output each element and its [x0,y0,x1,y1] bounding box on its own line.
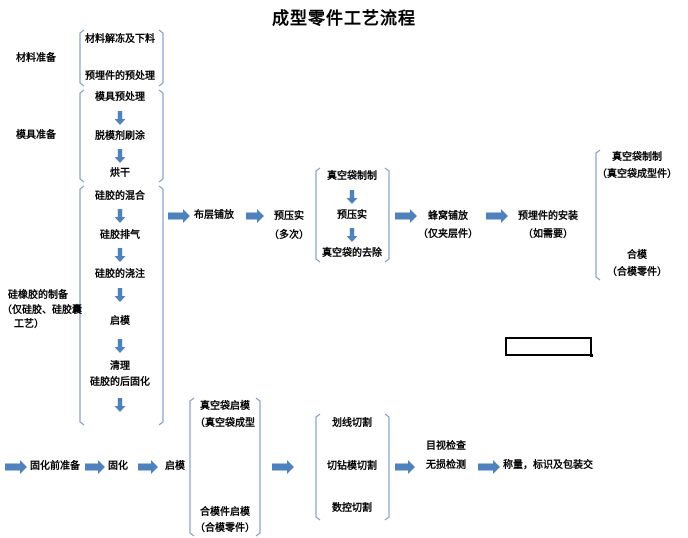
bracket-vacuum-left [315,167,321,263]
vacuum-step-2: 预压实 [337,210,367,221]
arrow-right-to-precompact [246,209,264,223]
layup-label: 布层铺放 [194,210,234,221]
cut-option-1: 划线切割 [332,418,372,429]
mold-step-2: 脱模剂刷涂 [95,131,145,142]
bracket-material-right [158,29,164,87]
bracket-mold-left [79,89,85,183]
arrow-down-vacuum-1 [346,190,358,204]
demold-option-2-label: 合模件启模 [200,507,250,518]
bracket-cutting-left [315,413,321,521]
demold-option-1-sub: （真空袋成型 [195,418,255,429]
honeycomb-label: 蜂窝铺放 [428,211,468,222]
cure-label: 固化 [108,461,128,472]
page-title: 成型零件工艺流程 [272,9,416,29]
arrow-down-rubber-1 [114,209,126,223]
arrow-right-to-honeycomb [395,209,417,223]
material-step-2: 预埋件的预处理 [85,71,155,82]
mold-step-3: 烘干 [110,168,130,179]
precompact-label: 预压实 [274,211,304,222]
rubber-step-3: 硅胶的浇注 [95,269,145,280]
bracket-demold-options-left [189,397,195,537]
arrow-right-to-demold [138,460,158,474]
final-label: 称量，标识及包装交 [503,460,593,471]
bracket-material-left [79,29,85,87]
arrow-down-mold-2 [114,149,126,163]
rubber-prep-note: （仅硅胶、硅胶囊 [2,305,82,316]
material-step-1: 材料解冻及下料 [85,34,155,45]
arrow-right-to-cure [85,460,105,474]
precompact-sub: （多次） [269,230,309,241]
rubber-step-1: 硅胶的混合 [95,191,145,202]
vacuum-step-1: 真空袋制制 [327,171,377,182]
rubber-prep-note-2: 工艺） [14,319,44,330]
rubber-step-6: 硅胶的后固化 [90,377,150,388]
arrow-down-mold-1 [114,111,126,125]
arrow-down-rubber-2 [114,248,126,262]
arrow-right-to-final [478,460,500,474]
empty-box [505,337,593,357]
pre-cure-label: 固化前准备 [30,461,80,472]
mold-step-1: 模具预处理 [95,92,145,103]
bracket-cutting-right [384,413,390,521]
demold-label: 启模 [165,461,185,472]
cut-option-2: 切钻模切割 [327,461,377,472]
arrow-right-to-cutting [272,460,294,474]
bag-option-1-sub: （真空袋成型件） [597,169,677,180]
bag-option-2-label: 合模 [627,250,647,261]
bracket-rubber-right [158,185,164,426]
material-prep-label: 材料准备 [16,53,56,64]
bracket-rubber-left [79,185,85,426]
vacuum-step-3: 真空袋的去除 [322,248,382,259]
insert-label: 预埋件的安装 [518,211,578,222]
rubber-step-2: 硅胶排气 [100,230,140,241]
arrow-right-to-inspection [395,460,415,474]
bracket-mold-right [158,89,164,183]
inspection-label: 目视检查 [426,441,466,452]
bag-option-1-label: 真空袋制制 [612,152,662,163]
arrow-down-vacuum-2 [346,228,358,242]
bag-option-2-sub: （合模零件） [607,267,667,278]
arrow-right-to-pre-cure [5,460,27,474]
arrow-down-rubber-4 [114,339,126,353]
honeycomb-sub: （仅夹层件） [418,229,478,240]
demold-option-2-sub: （合模零件） [195,523,255,534]
arrow-down-rubber-3 [114,288,126,302]
bracket-vacuum-right [384,167,390,263]
rubber-prep-label: 硅橡胶的制备 [8,290,68,301]
bracket-bag-options-left [595,149,601,281]
cut-option-3: 数控切割 [332,503,372,514]
bracket-demold-options-right [255,397,261,537]
arrow-right-to-layup [168,209,190,223]
arrow-right-to-insert [486,209,508,223]
arrow-down-rubber-5 [114,398,126,412]
mold-prep-label: 模具准备 [16,130,56,141]
rubber-step-5: 清理 [110,361,130,372]
insert-sub: （如需要） [523,229,573,240]
inspection-sub: 无损检测 [426,460,466,471]
demold-option-1-label: 真空袋启模 [200,401,250,412]
rubber-step-4: 启模 [110,316,130,327]
